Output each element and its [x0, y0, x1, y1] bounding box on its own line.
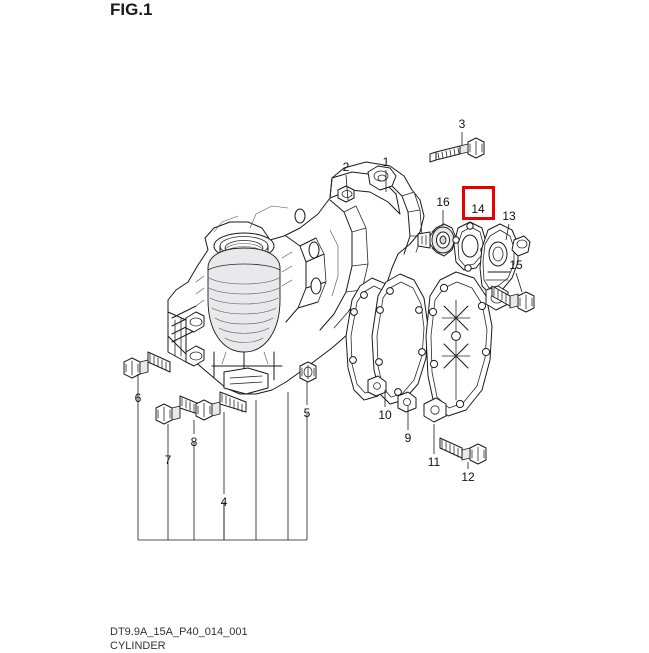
bolt-3	[429, 137, 485, 163]
callout-8: 8	[190, 435, 198, 449]
callout-13: 13	[502, 209, 516, 223]
callout-6: 6	[134, 391, 142, 405]
bolt-7	[155, 395, 205, 425]
cylinder-block-group	[167, 161, 425, 395]
callout-10: 10	[378, 408, 392, 422]
bolt-8	[195, 391, 247, 421]
callout-14: 14	[471, 202, 485, 216]
callout-3: 3	[458, 117, 466, 131]
thermostat-assembly-group	[417, 221, 531, 311]
callout-9: 9	[404, 431, 412, 445]
bolt-6	[123, 351, 171, 379]
callout-7: 7	[164, 453, 172, 467]
figure-title: FIG.1	[110, 0, 153, 19]
callout-12: 12	[461, 470, 475, 484]
leader-lines	[137, 132, 523, 541]
callout-1: 1	[382, 155, 390, 169]
callout-5: 5	[303, 406, 311, 420]
dowel-5	[299, 361, 317, 383]
gasket-stack-group	[345, 271, 493, 423]
bolt-15	[491, 285, 535, 313]
callout-2: 2	[342, 160, 350, 174]
callout-15: 15	[509, 258, 523, 272]
part-code: DT9.9A_15A_P40_014_001	[110, 626, 248, 638]
callout-16: 16	[436, 195, 450, 209]
callout-4: 4	[220, 495, 228, 509]
bolt-12	[439, 437, 487, 465]
callout-11: 11	[427, 455, 441, 469]
assembly-name: CYLINDER	[110, 640, 166, 652]
